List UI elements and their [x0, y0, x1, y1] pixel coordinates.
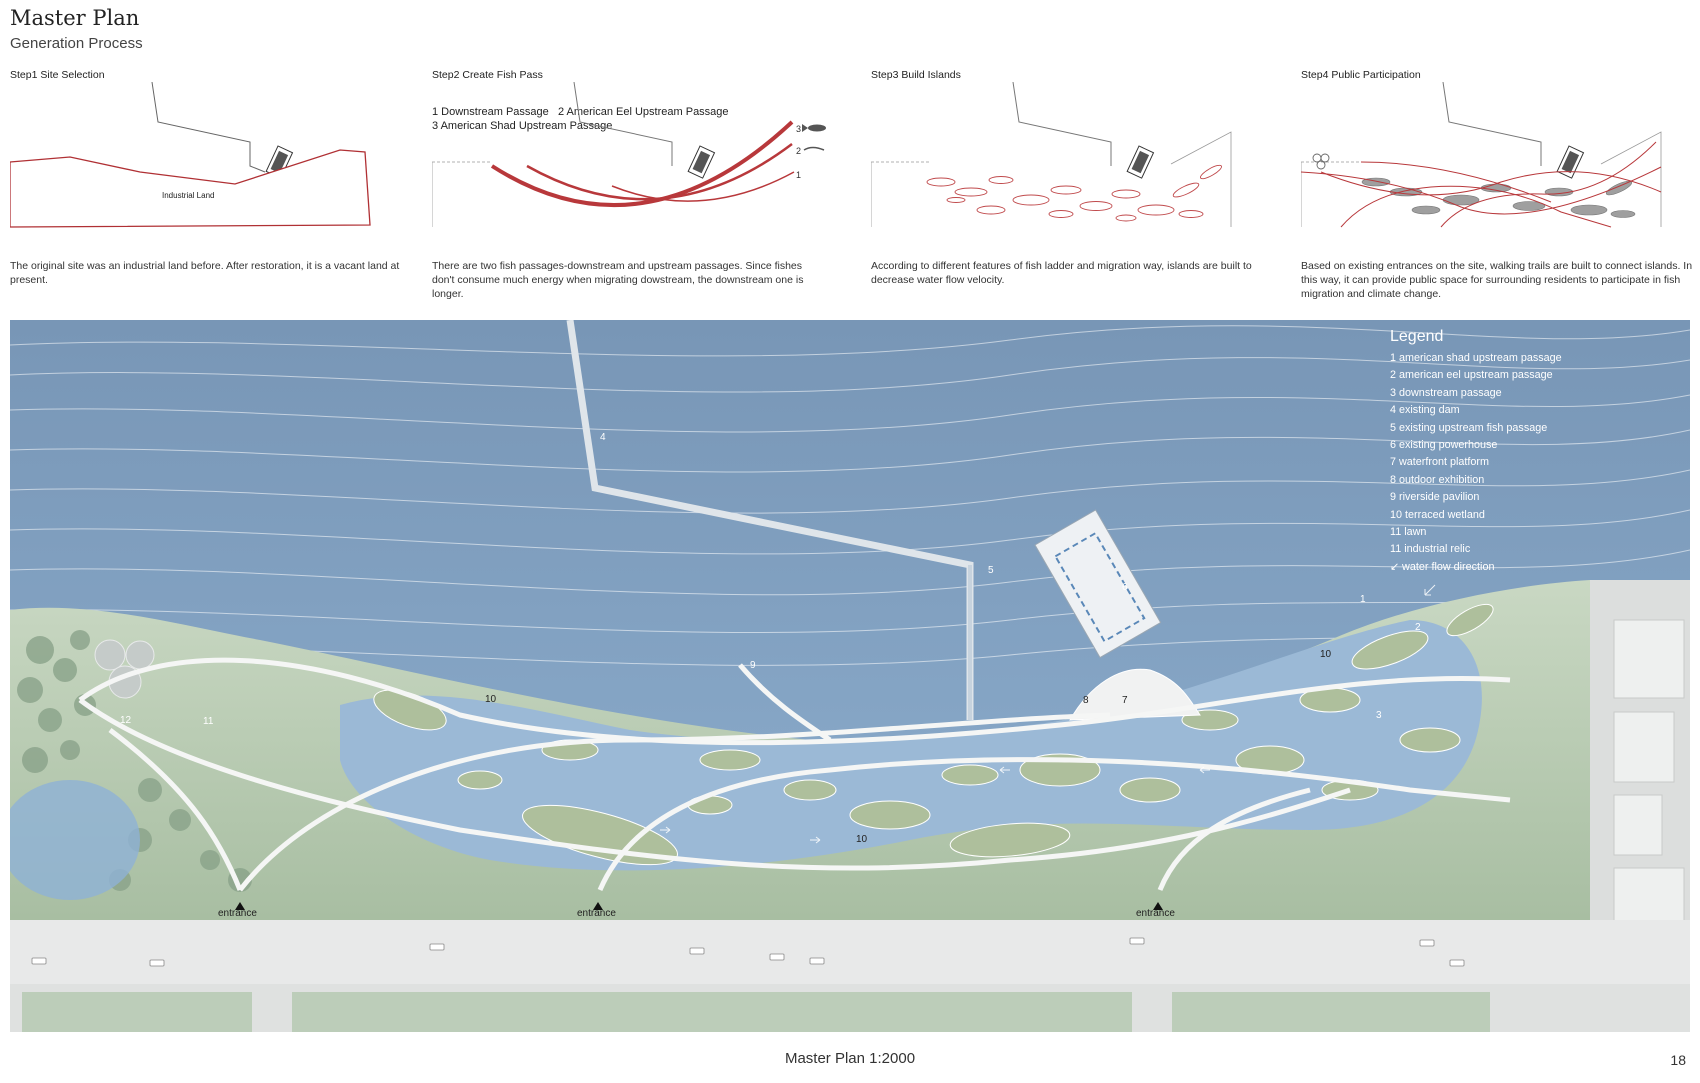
label-6: 6 [1122, 582, 1128, 593]
page-subtitle: Generation Process [10, 35, 143, 52]
trails-diagram [1301, 82, 1662, 228]
median-lawn [22, 992, 252, 1032]
legend-item-label: water flow direction [1402, 560, 1495, 573]
passage-label: 2 American Eel Upstream Passage [557, 106, 729, 118]
label-10: 10 [485, 694, 497, 705]
site-selection-diagram: Industrial Land [10, 82, 371, 228]
label-10: 10 [856, 834, 868, 845]
water-flow-arrows [660, 584, 1436, 844]
label-7: 7 [1122, 695, 1128, 706]
label-8: 8 [1083, 695, 1089, 706]
legend-item: 2 american eel upstream passage [1390, 369, 1553, 382]
label-2: 2 [1415, 622, 1421, 633]
existing-powerhouse [1034, 509, 1162, 659]
road [10, 920, 1690, 984]
legend-item-flow: ↙ water flow direction [1390, 559, 1562, 576]
terraced-wetland [340, 620, 1482, 871]
step-title: Step2 Create Fish Pass [432, 69, 543, 81]
label-5: 5 [988, 565, 994, 576]
legend-title: Legend [1390, 328, 1444, 345]
building [1613, 619, 1685, 699]
label-12: 12 [120, 715, 132, 726]
waterfront-platform [1069, 668, 1201, 721]
step-fish-pass: Step2 Create Fish Pass 1 Downstream Pass… [432, 66, 827, 300]
master-plan-map: entrance entrance entrance 4 5 6 1 2 3 1… [10, 320, 1690, 1032]
entrance-marker [593, 902, 603, 910]
label-11: 11 [203, 716, 214, 727]
passage-number: 2 [796, 146, 801, 156]
legend: Legend 1 american shad upstream passage … [1390, 328, 1562, 576]
step-description: According to different features of fish … [871, 260, 1252, 286]
industrial-land-label: Industrial Land [162, 191, 214, 200]
legend-item: 11 industrial relic [1390, 543, 1471, 556]
building [1613, 794, 1663, 856]
car [31, 937, 1465, 967]
plan-caption: Master Plan 1:2000 [784, 1050, 916, 1067]
legend-item: 1 american shad upstream passage [1390, 352, 1562, 364]
step-public-participation: Step4 Public Participation [1301, 66, 1696, 300]
step-description: Based on existing entrances on the site,… [1301, 260, 1693, 300]
step-title: Step1 Site Selection [10, 69, 105, 81]
label-9: 9 [750, 660, 756, 671]
entrance-label: entrance [218, 908, 257, 919]
passage-number: 3 [796, 124, 801, 134]
passage-label: 3 American Shad Upstream Passage [432, 120, 613, 132]
legend-item: 8 outdoor exhibition [1390, 473, 1485, 486]
step-description: There are two fish passages-downstream a… [432, 260, 804, 300]
industrial-relic [94, 639, 155, 699]
islands-diagram [871, 82, 1232, 227]
legend-item: 6 existing powerhouse [1390, 439, 1498, 452]
step-site-selection: Step1 Site Selection Industrial Land The… [10, 66, 405, 296]
flow-arrow-icon: ↙ [1390, 560, 1400, 573]
legend-item: 5 existing upstream fish passage [1390, 421, 1548, 434]
legend-item: 10 terraced wetland [1390, 508, 1485, 521]
page-number: 18 [1670, 1052, 1686, 1068]
entrance-marker [1153, 902, 1163, 910]
step-title: Step4 Public Participation [1301, 69, 1421, 81]
step-title: Step3 Build Islands [871, 69, 961, 81]
legend-item: 9 riverside pavilion [1390, 491, 1480, 504]
building [1613, 711, 1675, 783]
legend-item: 11 lawn [1390, 526, 1427, 539]
median-lawn [292, 992, 1132, 1032]
page-title: Master Plan [10, 6, 140, 30]
eel-fish-icon [803, 146, 825, 151]
entrance-label: entrance [1136, 908, 1175, 919]
entrance-marker [235, 902, 245, 910]
median-lawn [1172, 992, 1490, 1032]
passage-number: 1 [796, 170, 801, 180]
legend-item: 4 existing dam [1390, 404, 1460, 417]
legend-item: 3 downstream passage [1390, 386, 1502, 399]
fish-pass-diagram: 3 2 1 [432, 82, 826, 227]
label-3: 3 [1376, 710, 1382, 721]
legend-item: 7 waterfront platform [1390, 456, 1490, 469]
plan-number-labels: 4 5 6 1 2 3 10 10 10 9 7 8 11 12 [120, 432, 1421, 845]
label-4: 4 [600, 432, 606, 443]
walking-trails [78, 657, 1511, 892]
passage-label: 1 Downstream Passage [432, 106, 549, 118]
label-1: 1 [1360, 594, 1366, 605]
label-10: 10 [1320, 649, 1332, 660]
passage-legend: 1 Downstream Passage 2 American Eel Upst… [432, 105, 729, 133]
step-build-islands: Step3 Build Islands According to [871, 66, 1266, 296]
step-description: The original site was an industrial land… [10, 260, 400, 286]
pond [10, 780, 140, 900]
entrance-label: entrance [577, 908, 616, 919]
shad-fish-icon [802, 124, 826, 132]
